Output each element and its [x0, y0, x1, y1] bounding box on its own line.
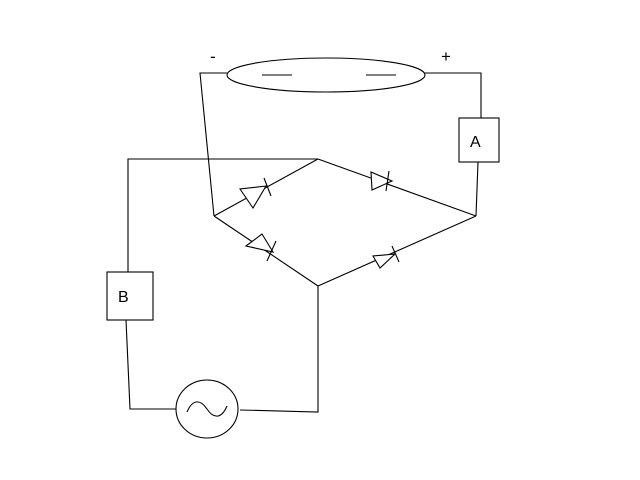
- output-wires: [199, 72, 482, 217]
- negative-terminal-label: -: [210, 47, 216, 66]
- input-wires: [125, 158, 319, 413]
- diode-upper-left: [239, 177, 272, 210]
- sine-wave-icon: [186, 401, 228, 417]
- diode-upper-right: [370, 170, 394, 192]
- ammeter-a-label: A: [470, 134, 481, 151]
- ac-source: [175, 379, 239, 439]
- diode-lower-left: [244, 233, 277, 262]
- bridge-rectifier: [213, 158, 477, 287]
- load-lamp: [226, 57, 426, 93]
- ammeter-a: A: [458, 117, 500, 163]
- meter-b: B: [106, 271, 154, 321]
- meter-b-label: B: [118, 289, 129, 306]
- positive-terminal-label: +: [441, 47, 451, 66]
- diode-lower-right: [372, 245, 400, 269]
